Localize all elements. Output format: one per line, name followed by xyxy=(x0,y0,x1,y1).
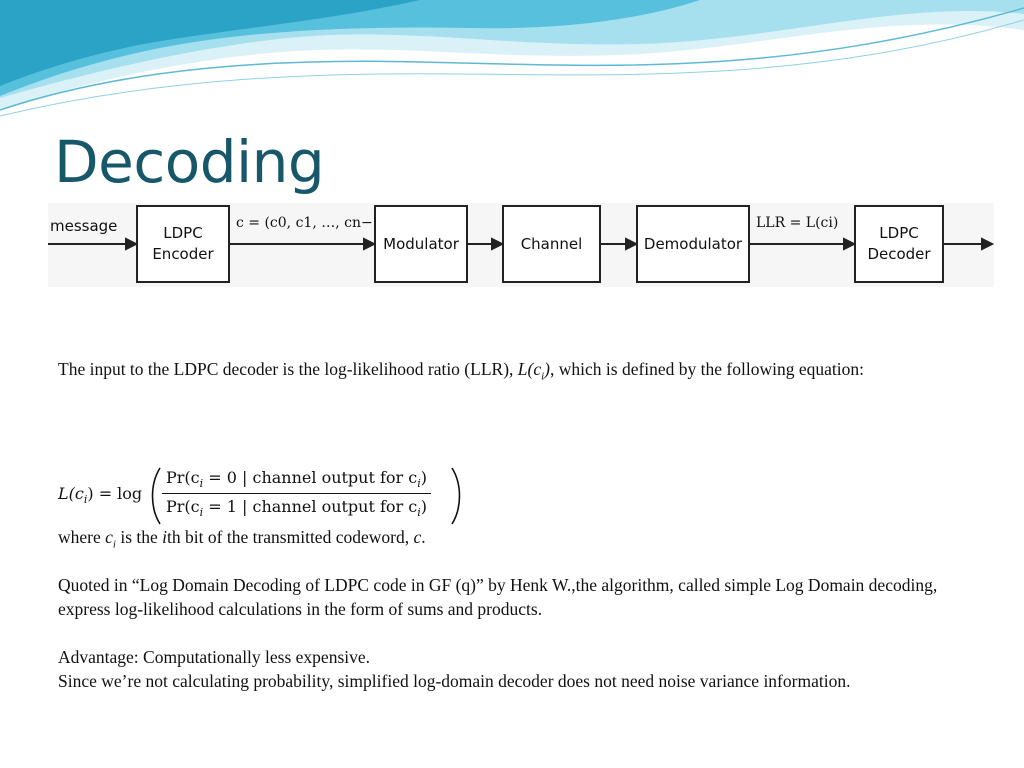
block-label: Channel xyxy=(520,234,583,253)
message-label: message xyxy=(50,217,118,235)
modulator-block: Modulator xyxy=(374,205,468,283)
eq-num-a: Pr(c xyxy=(166,468,200,487)
eq-den-a: Pr(c xyxy=(166,497,200,517)
llr-label: LLR = L(ci) xyxy=(756,215,839,231)
where-text: where xyxy=(58,527,106,547)
where-i: i xyxy=(162,527,168,547)
eq-num-b: = 0 | channel output for c xyxy=(203,468,418,487)
quote-paragraph: Quoted in “Log Domain Decoding of LDPC c… xyxy=(58,575,938,619)
eq-lhs-close: ) = log xyxy=(87,484,143,503)
demodulator-block: Demodulator xyxy=(636,205,750,283)
advantage-line: Advantage: Computationally less expensiv… xyxy=(58,647,371,667)
equation-fraction: Pr(ci = 0 | channel output for ci) Pr(ci… xyxy=(162,468,432,519)
fraction-bar xyxy=(162,493,432,495)
block-label: LDPC xyxy=(163,224,203,242)
eq-den-c: ) xyxy=(420,497,428,517)
block-label: Demodulator xyxy=(643,234,743,253)
header-wave-decoration xyxy=(0,0,1024,117)
intro-text: The input to the LDPC decoder is the log… xyxy=(58,359,518,379)
equation-lhs: L(ci) = log xyxy=(58,484,142,506)
noise-variance-paragraph: Since we’re not calculating probability,… xyxy=(58,671,851,691)
block-label: Encoder xyxy=(152,245,214,263)
ldpc-encoder-block: LDPC Encoder xyxy=(136,205,230,283)
diagram-arrows xyxy=(48,237,994,251)
where-c: c xyxy=(105,527,113,547)
where-mid: is the xyxy=(115,527,163,547)
where-end: th bit of the transmitted codeword, xyxy=(167,527,414,547)
intro-math-sub: i xyxy=(541,370,545,383)
codeword-label: c = (c0, c1, …, cn−1) xyxy=(236,215,388,231)
block-label: LDPC xyxy=(879,224,919,242)
left-paren-icon xyxy=(151,467,161,525)
intro-math-close: ) xyxy=(544,359,550,379)
block-label: Modulator xyxy=(383,234,459,253)
intro-paragraph: The input to the LDPC decoder is the log… xyxy=(58,357,958,389)
eq-num-sub: i xyxy=(199,477,204,491)
intro-text-end: , which is defined by the following equa… xyxy=(550,359,864,379)
eq-num-c: ) xyxy=(420,468,428,487)
ldpc-decoder-block: LDPC Decoder xyxy=(854,205,944,283)
page-title: Decoding xyxy=(54,128,325,196)
where-sub: i xyxy=(112,538,116,551)
intro-math: L(c xyxy=(517,359,542,379)
channel-block: Channel xyxy=(502,205,601,283)
where-codeword: c xyxy=(413,527,422,547)
equation-numerator: Pr(ci = 0 | channel output for ci) xyxy=(162,468,431,490)
ldpc-block-diagram: message c = (c0, c1, …, cn−1) LLR = L(ci… xyxy=(48,203,994,287)
where-line: where ci is the ith bit of the transmitt… xyxy=(58,525,958,557)
right-paren-icon xyxy=(451,467,461,525)
eq-den-sub: i xyxy=(199,506,204,520)
eq-lhs: L(c xyxy=(58,484,84,503)
where-period: . xyxy=(421,527,426,547)
eq-den-sub2: i xyxy=(417,506,421,520)
equation-denominator: Pr(ci = 1 | channel output for ci) xyxy=(162,497,431,519)
eq-lhs-sub: i xyxy=(83,493,88,507)
llr-equation: L(ci) = log Pr(ci = 0 | channel output f… xyxy=(58,466,468,526)
eq-den-b: = 1 | channel output for c xyxy=(203,497,418,517)
eq-num-sub2: i xyxy=(417,477,421,491)
block-label: Decoder xyxy=(867,245,931,263)
